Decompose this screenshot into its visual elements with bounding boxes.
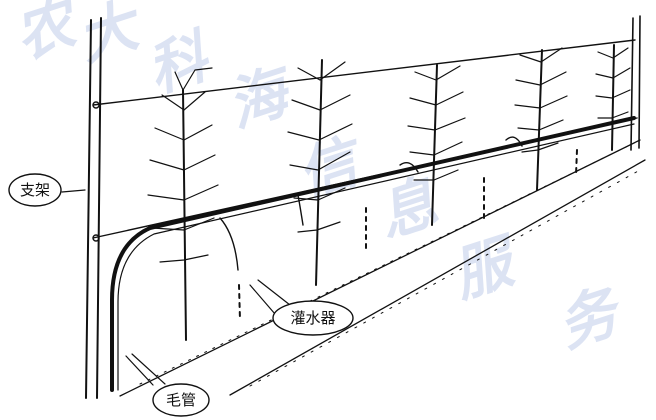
- tree-3: [407, 64, 466, 226]
- watermark-char-7: 服: [443, 225, 528, 310]
- emitters: [219, 136, 578, 321]
- watermark-char-4: 海: [219, 55, 304, 140]
- callout-emitter: 灌水器: [249, 279, 354, 336]
- front-post: [85, 19, 92, 399]
- watermark-char-3: 科: [139, 21, 219, 105]
- label-support-frame: 支架: [20, 181, 50, 199]
- watermark-char-2: 大: [69, 0, 151, 74]
- trees: [147, 44, 631, 341]
- tree-5: [595, 44, 631, 151]
- ground: [119, 139, 646, 397]
- watermark-char-8: 务: [549, 276, 632, 361]
- label-emitter: 灌水器: [290, 309, 335, 327]
- watermark-char-5: 信: [289, 125, 373, 210]
- label-capillary-tube: 毛管: [166, 391, 196, 409]
- tree-1: [147, 67, 219, 341]
- back-post: [630, 17, 634, 151]
- tree-4: [514, 47, 568, 191]
- lateral-pipe: [110, 116, 636, 392]
- callout-capillary: 毛管: [125, 353, 210, 417]
- callout-support: 支架: [8, 173, 86, 207]
- tree-2: [287, 59, 353, 286]
